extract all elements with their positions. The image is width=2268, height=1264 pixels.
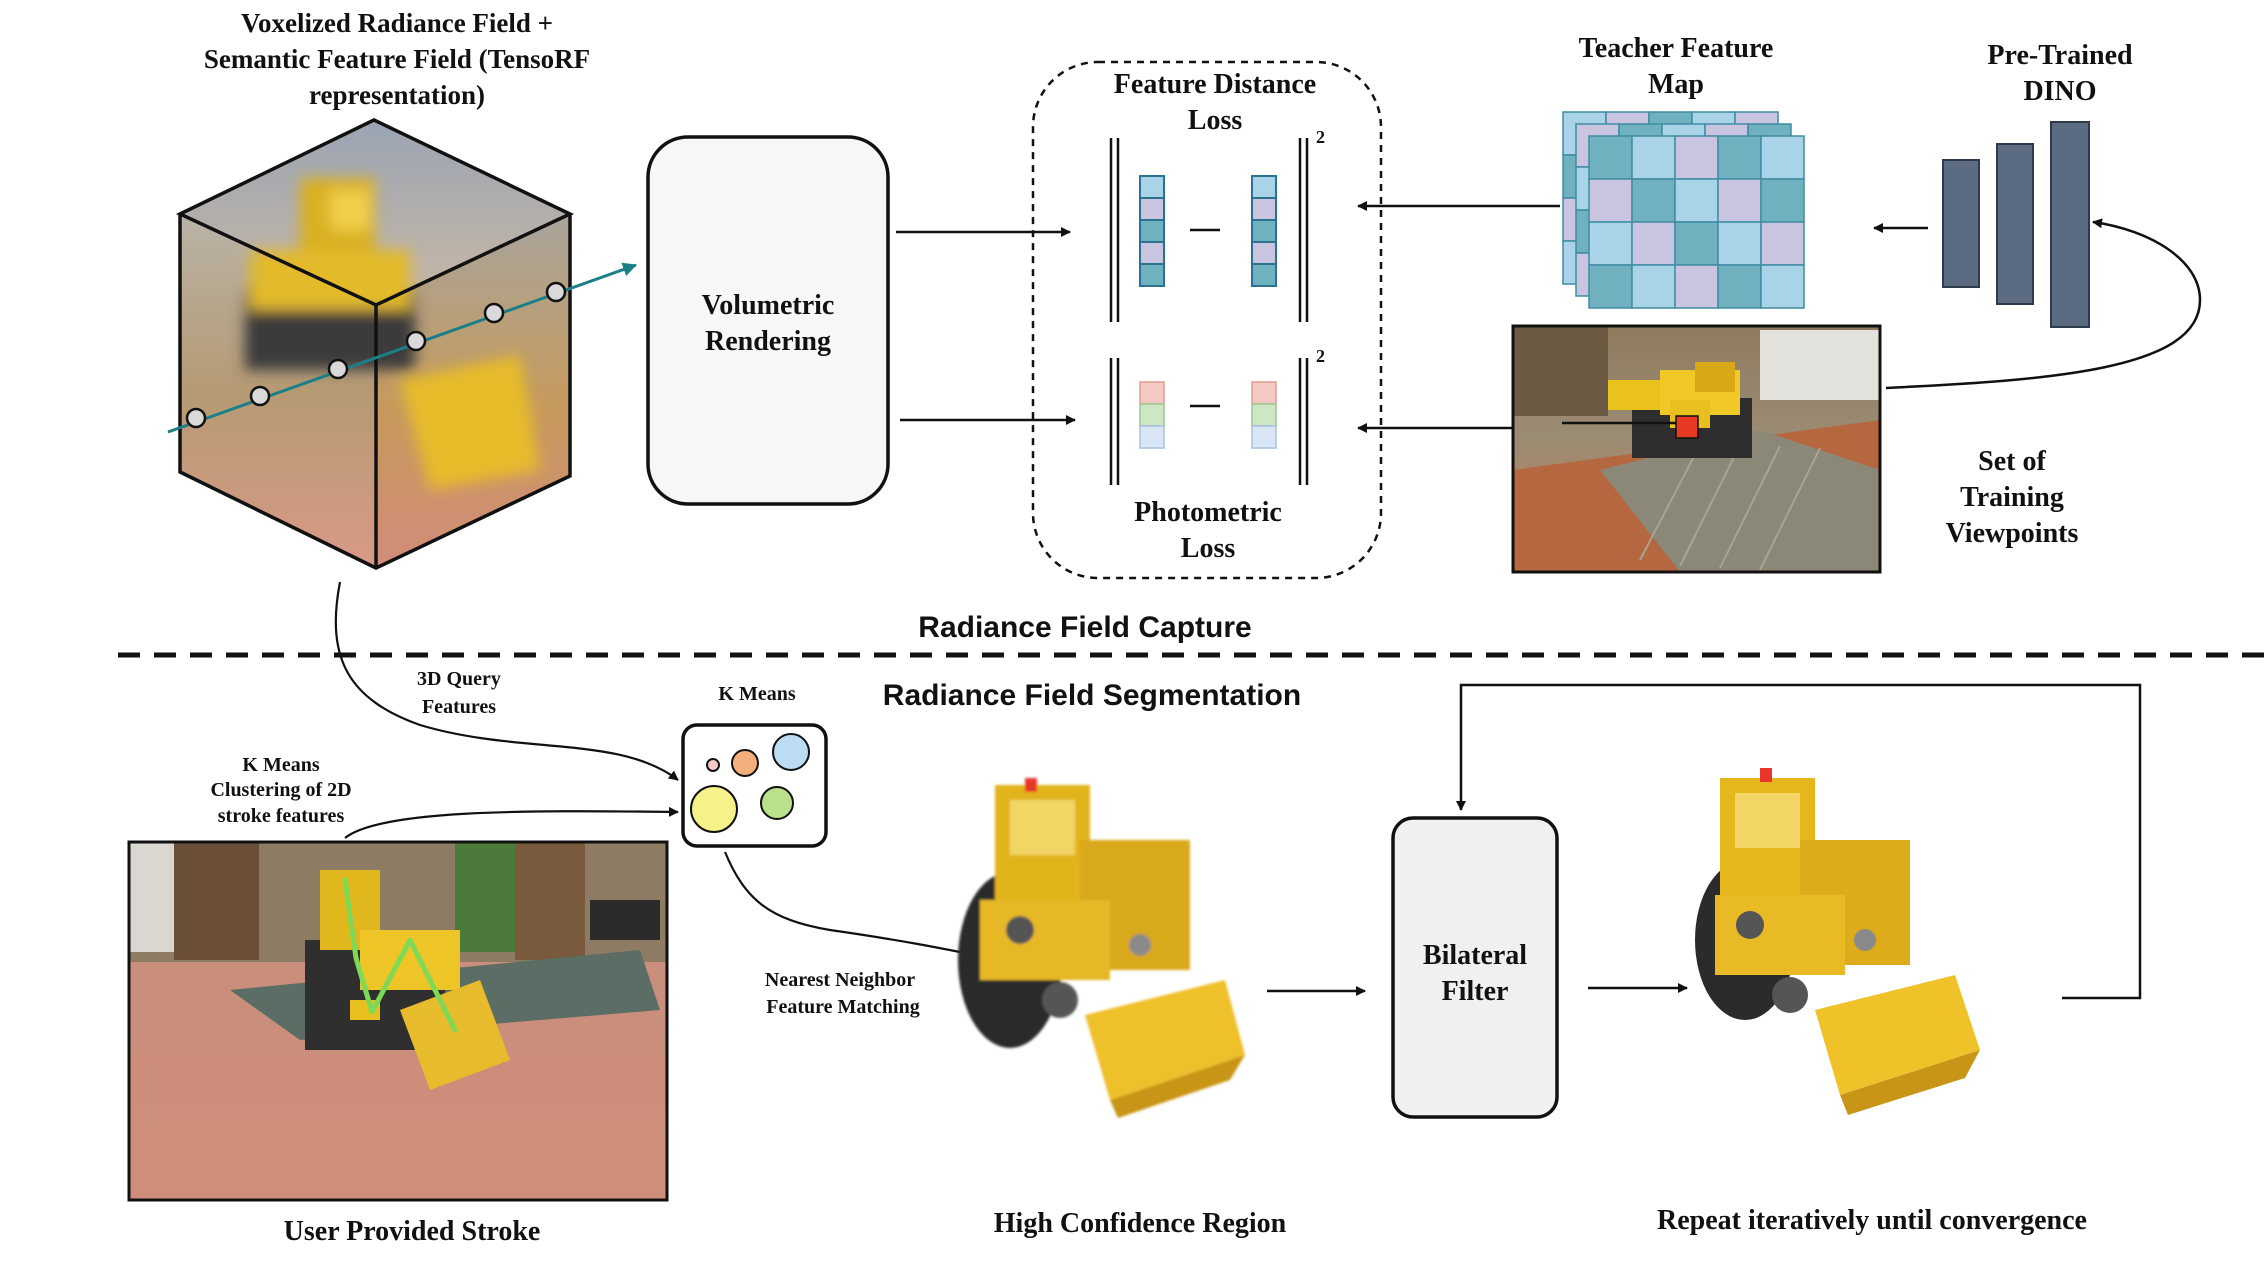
- feature-map-cell: [1631, 135, 1676, 180]
- arrow-stroke-to-kmeans: [344, 806, 679, 839]
- cluster-dot: [731, 749, 759, 777]
- rendered-feature-vector: [1139, 175, 1165, 287]
- bilateral-filter-box: [1391, 816, 1559, 1119]
- feature-distance-loss-label: Loss: [1188, 105, 1243, 136]
- k-means-clusters: [681, 723, 828, 848]
- refined-bulldozer: [1695, 768, 1980, 1115]
- photometric-loss-label: Loss: [1181, 533, 1236, 564]
- bilateral-filter-label: Filter: [1442, 976, 1509, 1007]
- nearest-neighbor-label: Feature Matching: [766, 996, 920, 1018]
- nearest-neighbor-label: Nearest Neighbor: [765, 969, 915, 991]
- arrow-kmeans-to-region: [723, 851, 976, 959]
- feature-map-cell: [1631, 178, 1676, 223]
- teacher-feature-map: [1562, 111, 1805, 309]
- cluster-dot: [690, 785, 738, 833]
- arrow-viewpoints-to-dino: [1885, 218, 2202, 390]
- photometric-loss-label: Photometric: [1134, 497, 1282, 528]
- blurred-bulldozer: [245, 178, 540, 490]
- feature-distance-loss-label: Feature Distance: [1114, 69, 1316, 100]
- dino-label: Pre-Trained: [1987, 40, 2133, 71]
- bilateral-filter-label: Bilateral: [1423, 940, 1527, 971]
- feedback-loop-arrow: [1456, 683, 2142, 1000]
- cube-caption-line1: Voxelized Radiance Field +: [241, 8, 553, 38]
- feature-map-cell: [1674, 178, 1719, 223]
- k-means-clustering-label: Clustering of 2D: [210, 779, 351, 801]
- k-means-clustering-label: stroke features: [218, 805, 345, 827]
- repeat-label: Repeat iteratively until convergence: [1657, 1205, 2087, 1236]
- feature-distance-norm: 2: [1109, 127, 1325, 322]
- teacher-feature-vector: [1251, 175, 1277, 287]
- volumetric-rendering-label: Volumetric: [702, 290, 835, 321]
- feature-map-cell: [1760, 221, 1805, 266]
- teacher-feature-map-label: Map: [1648, 69, 1704, 100]
- norm-exponent: 2: [1316, 346, 1325, 366]
- feature-map-cell: [1760, 264, 1805, 309]
- ground-truth-color-vector: [1251, 381, 1277, 449]
- feature-map-cell: [1631, 221, 1676, 266]
- norm-exponent: 2: [1316, 127, 1325, 147]
- dino-layer: [1942, 159, 1980, 288]
- losses-box: [1031, 60, 1383, 580]
- cube-caption-line3: representation): [309, 80, 485, 110]
- dino-layer: [2050, 121, 2090, 328]
- high-confidence-bulldozer: [958, 778, 1245, 1118]
- feature-map-cell: [1588, 135, 1633, 180]
- voxel-cube: [175, 118, 575, 570]
- teacher-feature-map-label: Teacher Feature: [1579, 33, 1774, 64]
- ray-sample: [545, 281, 567, 303]
- dino-label: DINO: [2023, 76, 2096, 107]
- feature-map-cell: [1717, 221, 1762, 266]
- ray-sample: [327, 358, 349, 380]
- k-means-clustering-label: K Means: [242, 754, 319, 776]
- sampling-ray: [167, 262, 637, 434]
- high-confidence-label: High Confidence Region: [994, 1208, 1287, 1239]
- feature-map-cell: [1588, 178, 1633, 223]
- feature-map-cell: [1717, 264, 1762, 309]
- volumetric-rendering-label: Rendering: [705, 326, 831, 357]
- dino-network: [1942, 121, 2090, 328]
- user-stroke-label: User Provided Stroke: [284, 1216, 541, 1247]
- dino-layer: [1996, 143, 2034, 305]
- volumetric-rendering-box: [646, 135, 890, 506]
- ray-sample: [249, 385, 271, 407]
- cube-caption-line2: Semantic Feature Field (TensoRF: [204, 44, 590, 74]
- cluster-dot: [772, 733, 810, 771]
- ray-sample: [483, 302, 505, 324]
- feature-map-cell: [1717, 135, 1762, 180]
- feature-map-cell: [1674, 135, 1719, 180]
- cluster-dot: [706, 758, 720, 772]
- selected-pixel-patch: [1675, 415, 1699, 439]
- feature-map-cell: [1760, 178, 1805, 223]
- query-features-label: 3D Query: [417, 668, 501, 690]
- feature-map-cell: [1717, 178, 1762, 223]
- cluster-dot: [760, 786, 794, 820]
- user-stroke-line: [342, 877, 458, 1033]
- training-viewpoints-label: Viewpoints: [1946, 518, 2079, 549]
- training-viewpoints-label: Training: [1960, 482, 2064, 513]
- ray-sample: [405, 330, 427, 352]
- training-viewpoint-image: [1511, 324, 1882, 574]
- segmentation-section-title: Radiance Field Segmentation: [883, 679, 1301, 712]
- feature-map-cell: [1674, 221, 1719, 266]
- feature-map-cell: [1631, 264, 1676, 309]
- ray-sample: [185, 407, 207, 429]
- feature-map-cell: [1760, 135, 1805, 180]
- photometric-norm: 2: [1109, 346, 1325, 485]
- feature-map-cell: [1588, 221, 1633, 266]
- user-stroke-image: [127, 840, 669, 1202]
- capture-section-title: Radiance Field Capture: [918, 611, 1251, 644]
- rendered-color-vector: [1139, 381, 1165, 449]
- feature-map-cell: [1674, 264, 1719, 309]
- arrow-cube-to-kmeans: [334, 581, 679, 781]
- training-viewpoints-label: Set of: [1978, 446, 2046, 477]
- k-means-label: K Means: [718, 683, 795, 705]
- query-features-label: Features: [422, 696, 496, 718]
- feature-map-cell: [1588, 264, 1633, 309]
